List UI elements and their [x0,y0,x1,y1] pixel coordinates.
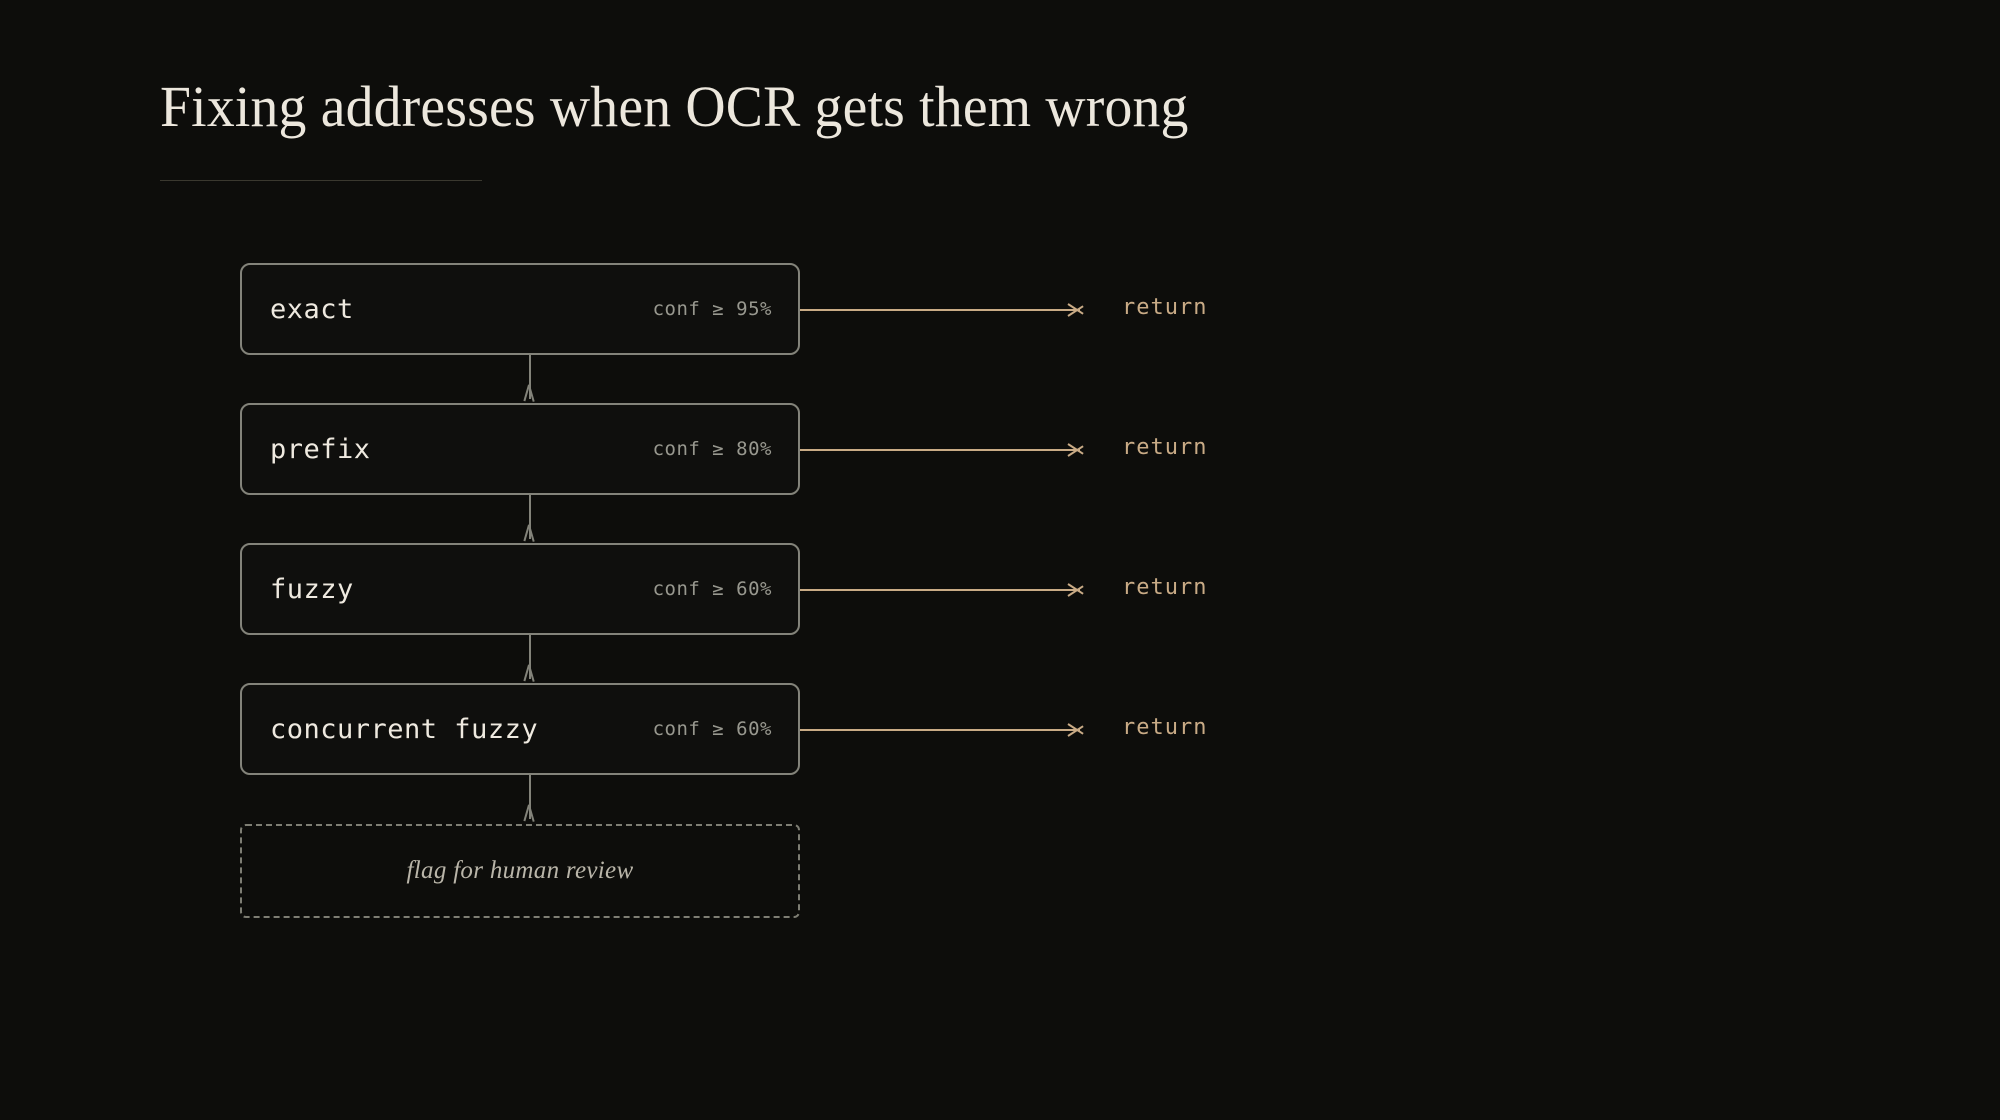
arrow-head-down-icon [520,525,540,541]
flow-row: prefix conf ≥ 80% return [240,403,1440,495]
fallback-label: flag for human review [406,857,634,884]
flow-row: fuzzy conf ≥ 60% return [240,543,1440,635]
stage-name: exact [270,293,354,325]
stage-name: concurrent fuzzy [270,713,539,745]
fallback-box-human-review[interactable]: flag for human review [240,824,800,918]
branch-label: return [1122,575,1208,600]
stage-condition: conf ≥ 60% [652,718,772,740]
arrow-head-right-icon [1068,580,1088,600]
page-title: Fixing addresses when OCR gets them wron… [160,74,1189,139]
branch-line [800,309,1080,311]
connector-prefix-to-fuzzy [519,495,541,543]
title-block: Fixing addresses when OCR gets them wron… [160,78,1560,181]
branch-return-exact: return [800,295,1440,320]
stage-condition: conf ≥ 80% [652,438,772,460]
stage-condition: conf ≥ 60% [652,578,772,600]
connector-line [529,355,531,399]
branch-label: return [1122,435,1208,460]
fallback-chain-diagram: exact conf ≥ 95% return prefix conf ≥ 80… [240,263,1440,943]
stage-box-exact[interactable]: exact conf ≥ 95% [240,263,800,355]
stage-box-prefix[interactable]: prefix conf ≥ 80% [240,403,800,495]
flow-row-fallback: flag for human review [240,824,1440,918]
connector-exact-to-prefix [519,355,541,403]
flow-row: exact conf ≥ 95% return [240,263,1440,355]
connector-concurrent-fuzzy-to-fallback [519,775,541,823]
connector-line [529,775,531,819]
branch-label: return [1122,295,1208,320]
connector-line [529,635,531,679]
connector-fuzzy-to-concurrent-fuzzy [519,635,541,683]
arrow-head-right-icon [1068,440,1088,460]
arrow-head-right-icon [1068,720,1088,740]
branch-return-fuzzy: return [800,575,1440,600]
stage-condition: conf ≥ 95% [652,298,772,320]
branch-return-prefix: return [800,435,1440,460]
branch-line [800,449,1080,451]
title-divider [160,180,482,181]
stage-name: fuzzy [270,573,354,605]
flow-row: concurrent fuzzy conf ≥ 60% return [240,683,1440,775]
branch-return-concurrent-fuzzy: return [800,715,1440,740]
branch-label: return [1122,715,1208,740]
connector-line [529,495,531,539]
stage-box-concurrent-fuzzy[interactable]: concurrent fuzzy conf ≥ 60% [240,683,800,775]
stage-box-fuzzy[interactable]: fuzzy conf ≥ 60% [240,543,800,635]
arrow-head-right-icon [1068,300,1088,320]
arrow-head-down-icon [520,805,540,821]
arrow-head-down-icon [520,665,540,681]
branch-line [800,589,1080,591]
stage-name: prefix [270,433,371,465]
branch-line [800,729,1080,731]
arrow-head-down-icon [520,385,540,401]
